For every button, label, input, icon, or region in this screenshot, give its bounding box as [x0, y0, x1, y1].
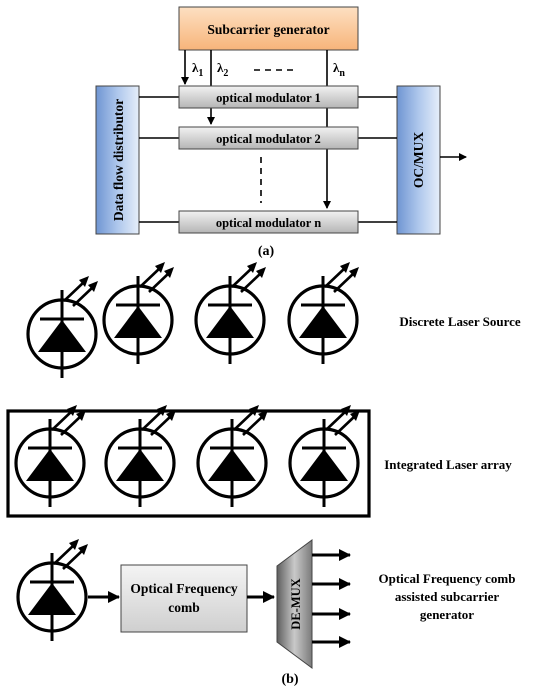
- optical-frequency-comb-block: Optical Frequency comb: [120, 564, 248, 633]
- optical-modulator-2: optical modulator 2: [178, 126, 359, 150]
- lambda1-label: λ1: [192, 60, 203, 79]
- comb-label-line-1: Optical Frequency comb: [379, 571, 516, 586]
- data-flow-distributor-label: Data flow distributor: [111, 99, 126, 221]
- demux-label: DE-MUX: [289, 578, 303, 629]
- comb-box-line-1: Optical Frequency: [130, 581, 238, 596]
- panel-b: Discrete Laser Source Integrated Laser a…: [6, 260, 521, 687]
- data-flow-distributor-block: Data flow distributor: [95, 85, 140, 235]
- panel-a: Subcarrier generator λ1 λ2 λn Data flow …: [95, 6, 467, 259]
- oc-mux-label: OC/MUX: [411, 132, 426, 188]
- laser-diode-icon: [102, 260, 176, 366]
- discrete-laser-row: [26, 260, 361, 380]
- modulator-connectors: [139, 96, 397, 223]
- laser-diode-icon: [287, 260, 361, 366]
- optical-modulator-1: optical modulator 1: [178, 85, 359, 109]
- laser-diode-icon: [16, 537, 90, 643]
- subcarrier-generator-block: Subcarrier generator: [178, 6, 359, 51]
- demux-output-arrows: [312, 549, 351, 648]
- optical-modulator-n: optical modulator n: [178, 210, 359, 234]
- comb-box-line-2: comb: [168, 600, 200, 615]
- caption-a: (a): [258, 244, 275, 259]
- lambdan-label: λn: [333, 60, 345, 79]
- laser-diode-icon: [26, 274, 100, 380]
- caption-b: (b): [281, 672, 298, 687]
- lambda2-label: λ2: [217, 60, 228, 79]
- integrated-laser-label: Integrated Laser array: [384, 457, 512, 472]
- optical-modulator-n-label: optical modulator n: [216, 216, 321, 230]
- optical-modulator-2-label: optical modulator 2: [216, 132, 321, 146]
- comb-label-line-2: assisted subcarrier: [395, 589, 500, 604]
- demux-block: DE-MUX: [276, 539, 313, 669]
- optical-modulator-1-label: optical modulator 1: [216, 91, 321, 105]
- oc-mux-block: OC/MUX: [396, 85, 441, 235]
- comb-label-line-3: generator: [420, 607, 474, 622]
- subcarrier-generator-label: Subcarrier generator: [207, 22, 329, 37]
- integrated-laser-array: [6, 403, 371, 518]
- discrete-laser-label: Discrete Laser Source: [399, 314, 521, 329]
- laser-diode-icon: [194, 260, 268, 366]
